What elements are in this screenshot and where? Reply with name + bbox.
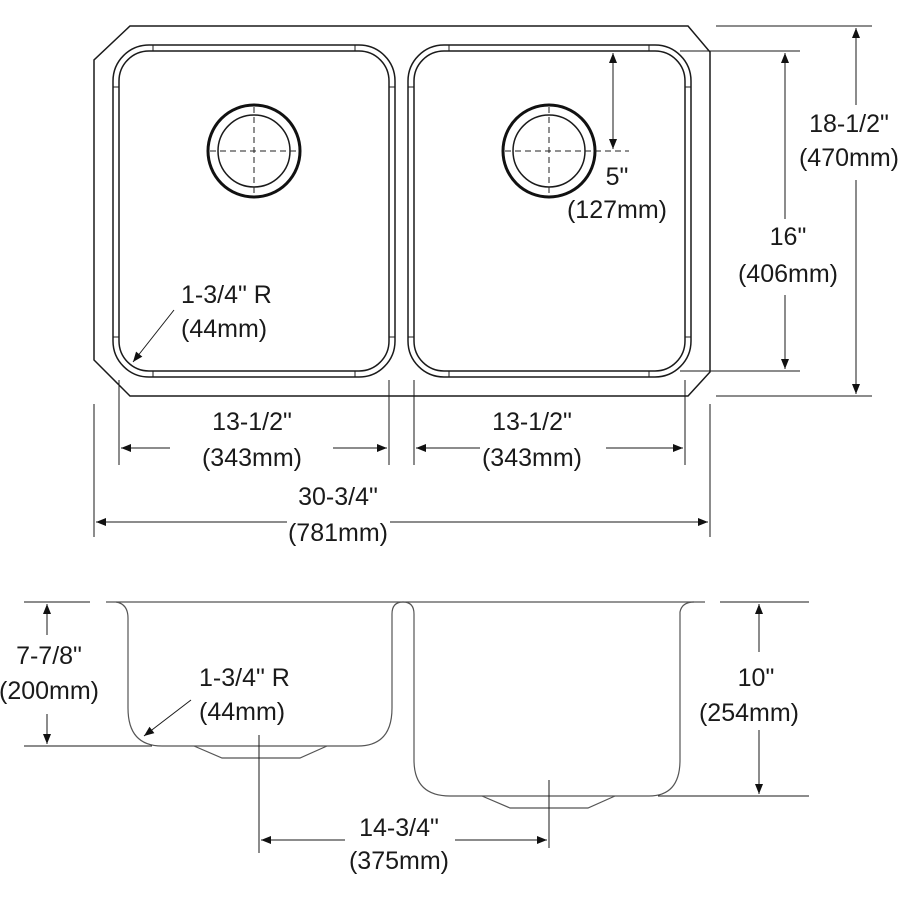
right-height-imperial: 10" xyxy=(738,664,775,692)
drain-offset-imperial: 5" xyxy=(606,163,629,191)
corner-radius-imperial: 1-3/4" R xyxy=(181,281,272,309)
overall-width-metric: (781mm) xyxy=(288,519,388,547)
sink-flange-outline xyxy=(93,25,711,397)
left-bowl-width-metric: (343mm) xyxy=(202,444,302,472)
left-drain-icon xyxy=(206,103,302,199)
corner-radius-metric: (44mm) xyxy=(181,315,267,343)
right-bowl-profile xyxy=(413,601,695,797)
left-bowl xyxy=(112,44,396,378)
drain-spacing-imperial: 14-3/4" xyxy=(359,814,439,842)
left-bowl-width-imperial: 13-1/2" xyxy=(212,408,292,436)
top-view: 5" (127mm) 18-1/2" (470mm) 16" (406mm) 1… xyxy=(93,25,899,547)
side-radius-imperial: 1-3/4" R xyxy=(199,664,290,692)
right-bowl xyxy=(407,44,692,378)
left-bowl-profile xyxy=(115,601,415,747)
right-height-metric: (254mm) xyxy=(699,699,799,727)
side-radius-metric: (44mm) xyxy=(199,698,285,726)
bowl-depth-metric: (406mm) xyxy=(738,260,838,288)
side-view: 7-7/8" (200mm) 1-3/4" R (44mm) 10" (254m… xyxy=(0,601,809,875)
right-bowl-width-metric: (343mm) xyxy=(482,444,582,472)
overall-depth-imperial: 18-1/2" xyxy=(809,110,889,138)
bowl-depth-imperial: 16" xyxy=(770,223,807,251)
left-height-imperial: 7-7/8" xyxy=(16,642,82,670)
right-bowl-width-imperial: 13-1/2" xyxy=(492,408,572,436)
right-drain-icon xyxy=(501,103,629,199)
overall-depth-metric: (470mm) xyxy=(799,144,899,172)
drain-spacing-metric: (375mm) xyxy=(349,847,449,875)
overall-width-imperial: 30-3/4" xyxy=(298,483,378,511)
left-height-metric: (200mm) xyxy=(0,677,99,705)
drain-offset-metric: (127mm) xyxy=(567,196,667,224)
